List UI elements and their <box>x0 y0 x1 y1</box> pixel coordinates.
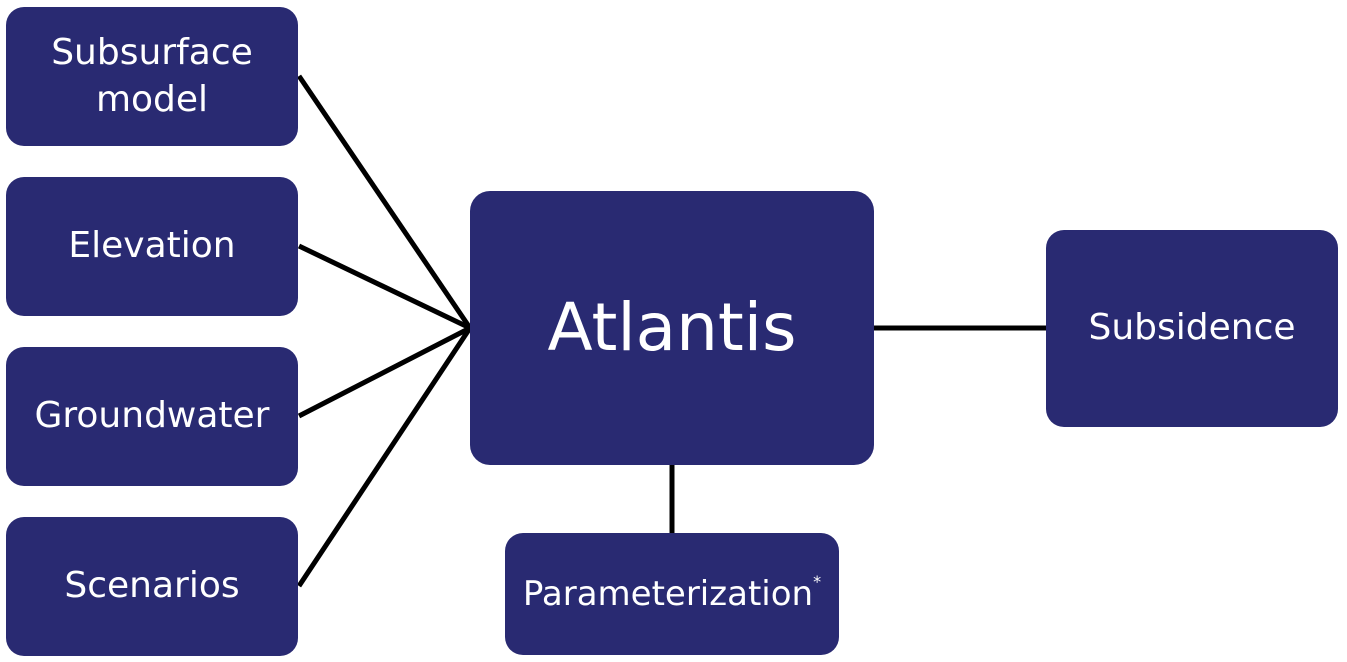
output-node-subsidence: Subsidence <box>1046 230 1338 427</box>
parameter-node-label: Parameterization <box>522 573 814 614</box>
connector-subsurface-to-atlantis <box>296 74 473 330</box>
center-node-atlantis: Atlantis <box>470 191 874 465</box>
input-node-scenarios: Scenarios <box>6 517 298 656</box>
input-node-groundwater: Groundwater <box>6 347 298 486</box>
input-node-label: Groundwater <box>34 395 270 437</box>
connector-groundwater-to-atlantis <box>297 325 472 419</box>
connector-scenarios-to-atlantis <box>296 326 473 588</box>
input-node-label: Scenarios <box>64 565 240 607</box>
output-node-label: Subsidence <box>1088 307 1296 349</box>
input-node-label: Elevation <box>68 225 236 267</box>
input-node-elevation: Elevation <box>6 177 298 316</box>
input-node-subsurface-model: Subsurface model <box>6 7 298 146</box>
parameter-node-text: Parameterization* <box>523 572 821 616</box>
center-node-label: Atlantis <box>547 289 797 367</box>
parameter-node-parameterization: Parameterization* <box>505 533 839 655</box>
input-node-label: Subsurface model <box>51 31 253 120</box>
connector-elevation-to-atlantis <box>297 243 472 331</box>
footnote-marker: * <box>813 571 822 591</box>
